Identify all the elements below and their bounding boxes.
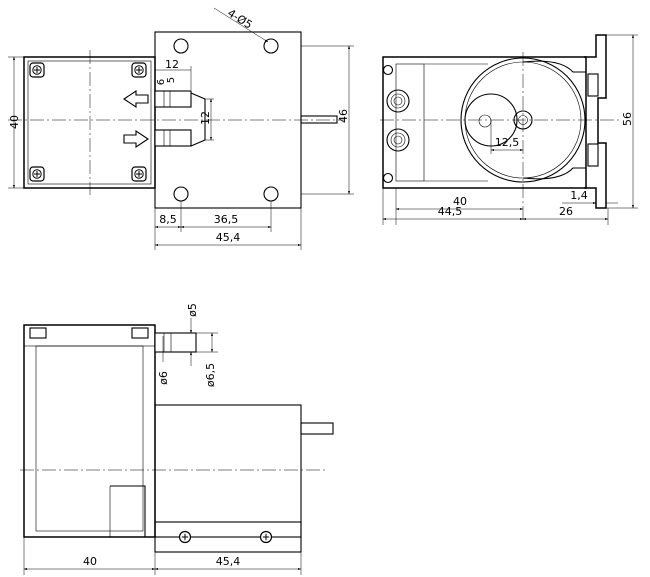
mounting-bracket (584, 34, 607, 209)
motor-tab (131, 327, 149, 339)
dim-bracket-thickness: 1,4 (570, 189, 588, 202)
mounting-hole (173, 38, 189, 54)
dim-tube-od: ø6,5 (204, 363, 217, 387)
connector-block (110, 485, 146, 537)
port-fitting (386, 128, 410, 152)
dim-length: 44,5 (438, 205, 463, 218)
dim-port-pitch: 12 (199, 111, 212, 125)
bracket-clip (587, 143, 599, 167)
motor-flange (395, 63, 425, 182)
dim-height: 40 (8, 115, 21, 129)
dim-hole-spec: 4-Ø5 (225, 6, 254, 31)
port-fitting (386, 89, 410, 113)
hose-barb (154, 332, 197, 353)
screw-icon (29, 62, 45, 78)
dim-motor-length-top: 40 (83, 555, 97, 568)
outlet-port-top (154, 90, 192, 108)
port-manifold (190, 92, 206, 147)
dim-motor-length: 40 (453, 195, 467, 208)
top-view: ø5 ø6,5 ø6 40 45,4 (20, 303, 334, 575)
dim-hole-pitch: 36,5 (214, 213, 239, 226)
screw-icon (29, 166, 45, 182)
dim-bracket-length: 26 (559, 205, 573, 218)
bracket-clip (587, 73, 599, 97)
mounting-hole (263, 38, 279, 54)
dim-barb-dia: ø6 (157, 371, 170, 385)
pump-housing (382, 56, 587, 189)
screw-icon (178, 530, 192, 544)
dim-head-width-top: 45,4 (216, 555, 241, 568)
dim-tube-id: ø5 (186, 303, 199, 317)
outlet-port-bottom (154, 129, 192, 147)
motor-body-inner (27, 60, 152, 185)
dim-outlet-gap: 6 (156, 79, 167, 85)
arrow-right-icon (123, 129, 149, 149)
side-view: 12,5 56 1,4 40 44,5 26 (380, 34, 638, 225)
dim-bracket-height: 56 (621, 112, 634, 126)
mounting-hole (173, 186, 189, 202)
dim-roller-offset: 12,5 (495, 136, 520, 149)
dim-outlet-offset: 5 (166, 77, 177, 83)
dim-overall-height: 46 (337, 109, 350, 123)
front-view: 40 46 4-Ø5 12 6 5 12 8,5 36,5 45,4 (8, 6, 354, 250)
pump-head-top (154, 404, 302, 538)
dim-head-width: 45,4 (216, 231, 241, 244)
screw-icon (259, 530, 273, 544)
dim-edge-offset: 8,5 (159, 213, 177, 226)
motor-tab (29, 327, 47, 339)
arrow-left-icon (123, 89, 149, 109)
motor-body-top (23, 324, 156, 538)
motor-shaft (300, 115, 338, 124)
dim-outlet-spacing: 12 (165, 58, 179, 71)
mounting-hole (263, 186, 279, 202)
screw-icon (131, 166, 147, 182)
screw-icon (131, 62, 147, 78)
motor-shaft-top (300, 422, 334, 435)
mounting-plate (154, 521, 302, 553)
